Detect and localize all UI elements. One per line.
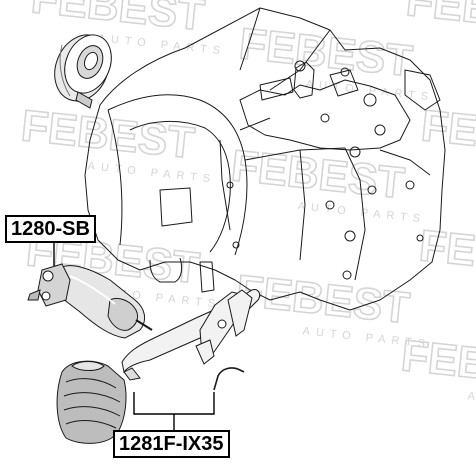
boot-rib [65,420,117,429]
retaining-clip [213,367,245,391]
fork-pivot [217,319,227,329]
shift-lever [293,61,315,99]
cylinder-flange [37,263,71,307]
bell-inner [129,120,231,253]
boot-rib [63,392,121,403]
watermark-tagline: AUTO PARTS [467,390,476,415]
watermark: FEBEST [418,100,476,168]
bearing-shading [59,44,71,97]
case-rib [239,7,261,71]
bolt [349,146,361,158]
transmission-housing [84,7,446,311]
pushrod [135,319,153,331]
case-rib [299,149,306,261]
bolt [344,230,356,242]
watermark-brand: FEBEST [417,221,476,288]
watermark: FEBEST AUTO PARTS [398,330,476,415]
case-rib [219,139,231,231]
bolt [226,181,234,189]
bolt [405,180,415,190]
bolt [320,113,330,123]
cylinder-boot [107,297,139,331]
leader-fork-bracket [133,392,215,415]
fork-prong [195,339,215,365]
case-rib [344,147,366,281]
watermark-tagline: AUTO PARTS [297,200,427,225]
shift-arm [404,69,441,111]
cylinder-port [42,270,54,282]
watermark-brand: FEBEST [399,331,476,398]
bolt [232,241,240,249]
shift-tower [239,79,411,151]
pipe-stub [199,261,215,293]
slave-cylinder [27,263,153,339]
watermark-brand: FEBEST [229,141,407,208]
boot-rib [63,406,121,417]
cylinder-highlight [69,275,116,305]
bolt [367,185,377,195]
watermark: FEBEST AUTO PARTS [28,0,226,58]
leader-lines [53,242,215,432]
bolt [363,93,377,107]
part-label-slave-cylinder: 1280-SB [5,215,96,243]
case-rib [269,29,331,91]
bolt [374,124,386,136]
shift-arm [329,69,359,97]
bolt [340,67,350,77]
shift-arm [259,77,294,101]
cylinder-bleeder [27,289,41,301]
watermark-tagline: AUTO PARTS [87,160,217,185]
bolt [342,270,352,280]
case-rib [379,149,431,176]
watermark-brand: FEBEST [237,19,415,86]
watermark: FEBEST [416,220,476,288]
bolt [325,200,335,210]
bearing-tab [75,91,93,109]
cylinder-port [41,291,51,301]
inspection-plate [159,187,193,227]
lower-neck [149,257,183,283]
watermark-brand: FEBEST [419,101,476,168]
bolt [294,60,306,72]
watermark-brand: FEBEST [234,266,412,333]
release-bearing [54,34,112,109]
part-label-release-fork-kit: 1281F-IX35 [113,430,230,458]
bearing-bore [83,51,99,71]
fork-tip [123,367,141,381]
bell-housing [107,94,248,256]
bolt [416,234,424,242]
case-rib [239,117,271,131]
housing-outline [84,7,446,311]
boot-top [71,361,105,371]
release-fork [121,289,261,381]
fork-prong [227,289,253,337]
watermark: FEBEST AUTO PARTS [228,140,427,225]
watermark-tagline: AUTO PARTS [305,78,435,103]
dust-boot [56,360,127,444]
boot-rib [65,378,117,389]
